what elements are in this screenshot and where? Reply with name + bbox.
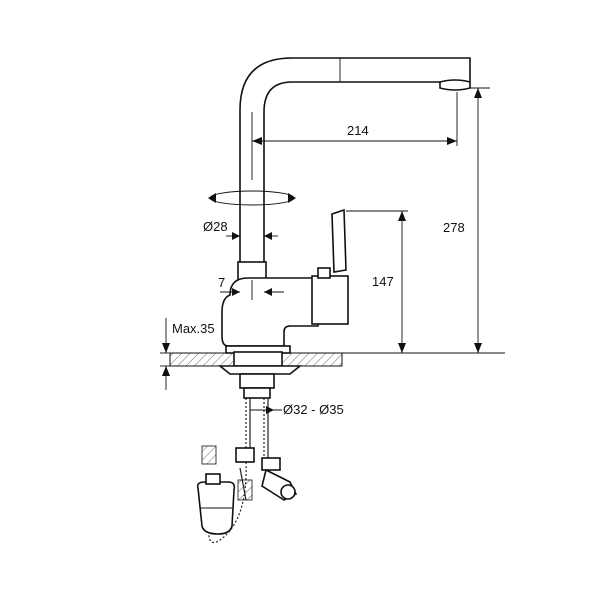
hole-diameter-label: Ø32 - Ø35	[283, 402, 344, 417]
offset-label: 7	[218, 275, 225, 290]
total-height-label: 278	[443, 220, 465, 235]
lever-height-label: 147	[372, 274, 394, 289]
dim-lever-height: 147	[346, 210, 408, 353]
dim-total-height: 278	[443, 87, 490, 353]
dim-pipe-diameter: Ø28	[203, 219, 278, 240]
pipe-diameter-label: Ø28	[203, 219, 228, 234]
dim-max-thickness: Max.35	[160, 318, 215, 390]
dim-hole-diameter: Ø32 - Ø35	[250, 402, 344, 417]
faucet-body	[217, 57, 471, 399]
rotation-indicator	[208, 190, 296, 206]
dim-offset: 7	[218, 275, 284, 300]
spout-reach-label: 214	[347, 123, 369, 138]
max-thickness-label: Max.35	[172, 321, 215, 336]
supply-hoses	[196, 398, 298, 544]
dim-spout-reach: 214	[251, 92, 458, 180]
countertop	[169, 352, 505, 367]
